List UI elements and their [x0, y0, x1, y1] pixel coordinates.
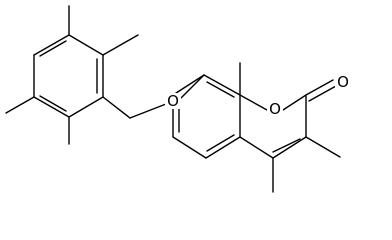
- bond: [172, 136, 207, 159]
- double-bond-inner: [39, 40, 67, 57]
- double-bond-inner: [206, 81, 235, 98]
- ether-bond: [129, 103, 167, 119]
- ring-oxygen-bond: [282, 94, 307, 111]
- carbonyl-bond: [305, 79, 334, 96]
- bond: [205, 136, 241, 159]
- bond: [33, 96, 70, 118]
- bond: [203, 74, 241, 96]
- ether-bond: [180, 74, 205, 99]
- double-bond-inner: [272, 138, 301, 153]
- bond: [239, 136, 274, 159]
- bond: [33, 34, 70, 56]
- atom-label-background: [267, 101, 283, 117]
- methyl-bond: [5, 96, 35, 114]
- ring-oxygen-label: O: [269, 100, 281, 118]
- ether-oxygen-label: O: [167, 92, 179, 110]
- bond: [172, 74, 205, 96]
- structure-diagram: O O O: [5, 5, 351, 193]
- double-bond-inner: [206, 134, 235, 152]
- bond: [68, 96, 104, 118]
- carbonyl-oxygen-label: O: [337, 73, 349, 91]
- ring-oxygen-bond: [239, 94, 268, 111]
- methyl-bond: [102, 34, 139, 56]
- carbonyl-bond: [308, 85, 337, 102]
- methyl-bond: [305, 136, 341, 158]
- bond: [68, 34, 104, 56]
- atom-label-background: [165, 93, 181, 109]
- bond-layer: [5, 5, 341, 193]
- atom-label-background: [335, 74, 351, 90]
- benzyl-bond: [102, 96, 131, 119]
- atom-label-layer: O O O: [165, 73, 351, 118]
- double-bond-inner: [39, 95, 67, 112]
- bond: [272, 136, 307, 159]
